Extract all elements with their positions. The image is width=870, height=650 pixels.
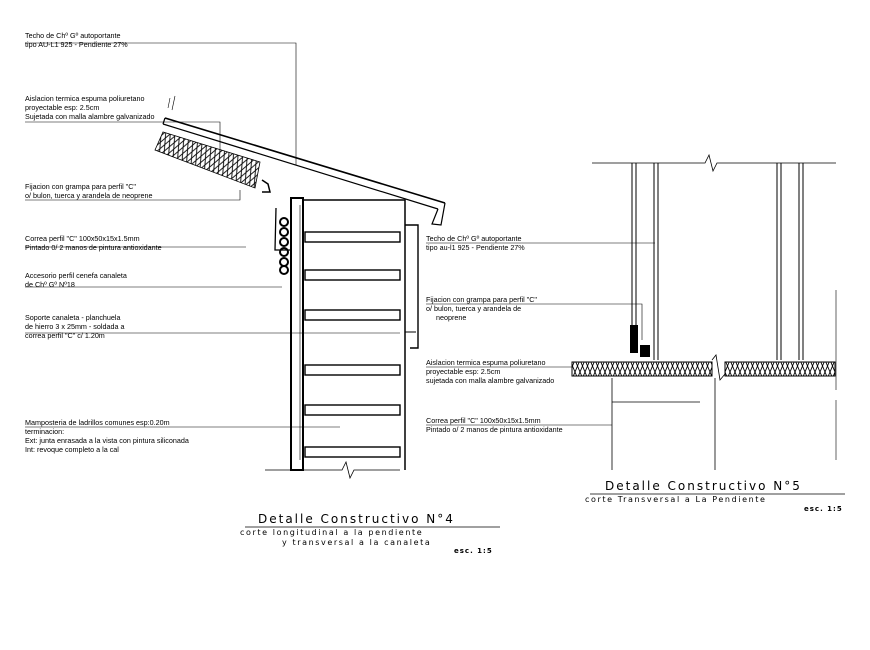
label-aisl-2: proyectable esp: 2.5cm <box>25 103 99 112</box>
label-corr-1: Correa perfil "C" 100x50x15x1.5mm <box>25 234 140 243</box>
d5-label-techo-1: Techo de Chº Gº autoportante <box>426 234 522 243</box>
d5-label-aisl-2: proyectable esp: 2.5cm <box>426 367 500 376</box>
insulation-layer <box>571 354 836 381</box>
detail5-scale: esc. 1:5 <box>804 505 843 513</box>
roof-insulation <box>154 131 261 189</box>
gutter-coil <box>279 217 289 275</box>
label-corr-2: Pintado 0/ 2 manos de pintura antioxidan… <box>25 243 162 252</box>
label-acc-1: Accesorio perfil cenefa canaleta <box>25 271 127 280</box>
detail5-title-block: Detalle Constructivo N°5 corte Transvers… <box>585 479 845 513</box>
roof-sheet <box>162 117 446 226</box>
label-techo-1: Techo de Chº Gº autoportante <box>25 31 121 40</box>
detail5-drawing <box>571 153 837 470</box>
d5-label-aisl-1: Aislacion termica espuma poliuretano <box>426 358 545 367</box>
purlin-section <box>611 378 716 470</box>
label-sop-1: Soporte canaleta - planchuela <box>25 313 121 322</box>
label-sop-3: correa perfil "C" c/ 1.20m <box>25 331 105 340</box>
label-aisl-1: Aislacion termica espuma poliuretano <box>25 94 144 103</box>
detail5-subtitle: corte Transversal a La Pendiente <box>585 495 767 504</box>
detail5-title: Detalle Constructivo N°5 <box>605 479 802 493</box>
label-fij-2: o/ bulon, tuerca y arandela de neoprene <box>25 191 152 200</box>
detail4-labels: Techo de Chº Gº autoportante tipo AU-L1 … <box>25 31 189 454</box>
c-purlin <box>261 179 290 251</box>
label-fij-1: Fijacion con grampa para perfil "C" <box>25 182 136 191</box>
detail4-leaders <box>25 42 400 428</box>
detail4-drawing <box>154 95 446 480</box>
detail4-scale: esc. 1:5 <box>454 547 493 555</box>
label-mam-1: Mamposteria de ladrillos comunes esp:0.2… <box>25 418 170 427</box>
d5-label-techo-2: tipo au-l1 925 - Pendiente 27% <box>426 243 525 252</box>
d5-label-fij-2: o/ bulon, tuerca y arandela de <box>426 304 521 313</box>
d5-label-aisl-3: sujetada con malla alambre galvanizado <box>426 376 554 385</box>
clamp-detail <box>630 325 650 357</box>
break-line <box>265 460 400 480</box>
detail4-subtitle-2: y transversal a la canaleta <box>282 538 431 547</box>
detail4-title-block: Detalle Constructivo N°4 corte longitudi… <box>240 512 500 555</box>
d5-label-fij-3: neoprene <box>436 313 466 322</box>
d5-label-corr-2: Pintado o/ 2 manos de pintura antioxidan… <box>426 425 563 434</box>
detail4-title: Detalle Constructivo N°4 <box>258 512 455 526</box>
label-aisl-3: Sujetada con malla alambre galvanizado <box>25 112 154 121</box>
d5-label-corr-1: Correa perfil "C" 100x50x15x1.5mm <box>426 416 541 425</box>
gutter <box>405 224 419 349</box>
detail5-labels: Techo de Chº Gº autoportante tipo au-l1 … <box>426 234 563 434</box>
detail5-leaders <box>426 242 655 426</box>
masonry-wall <box>290 197 406 471</box>
detail4-subtitle-1: corte longitudinal a la pendiente <box>240 528 423 537</box>
label-mam-3: Ext: junta enrasada a la vista con pintu… <box>25 436 189 445</box>
label-sop-2: de hierro 3 x 25mm - soldada a <box>25 322 124 331</box>
label-mam-4: Int: revoque completo a la cal <box>25 445 119 454</box>
label-techo-2: tipo AU-L1 925 - Pendiente 27% <box>25 40 128 49</box>
label-mam-2: terminacion: <box>25 427 64 436</box>
label-acc-2: de Chº Gº Nº18 <box>25 280 75 289</box>
d5-label-fij-1: Fijacion con grampa para perfil "C" <box>426 295 537 304</box>
